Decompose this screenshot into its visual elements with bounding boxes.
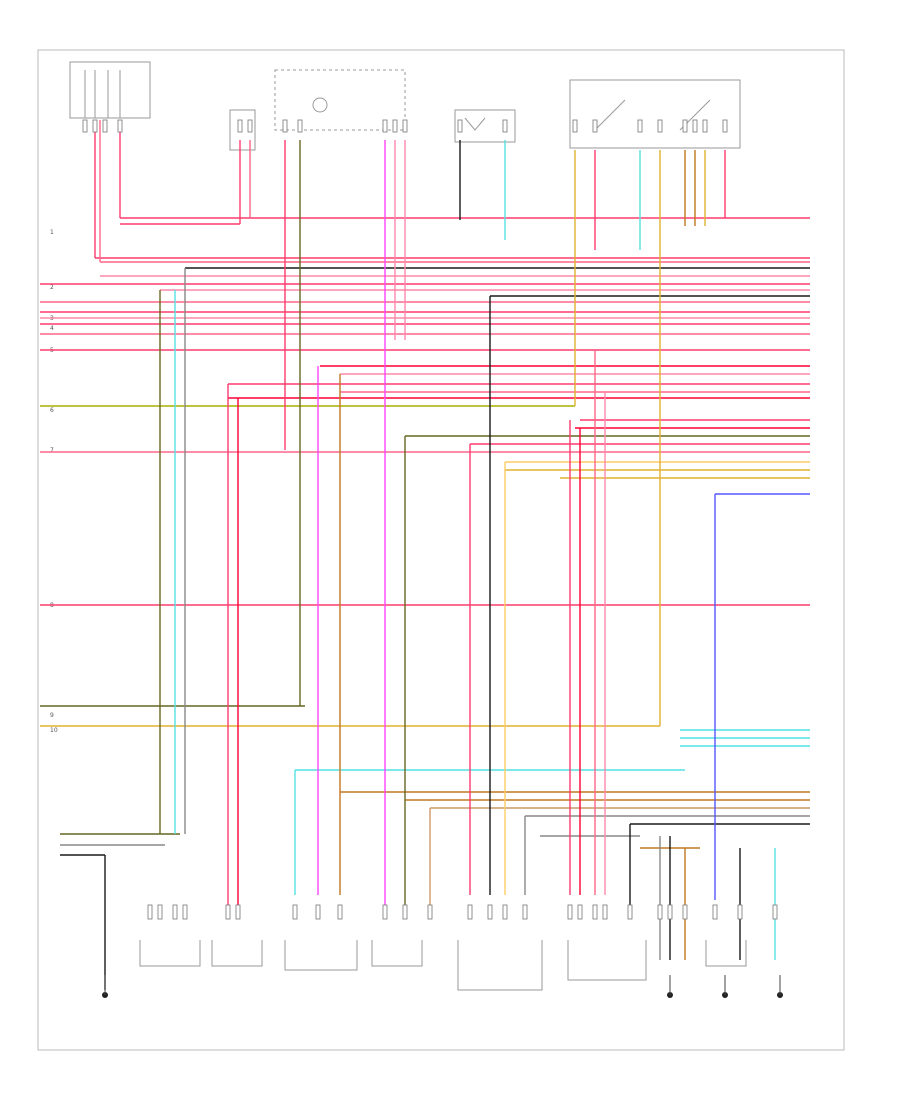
top-component-3 [274,69,406,131]
connector-top-18 [682,119,688,133]
connector-top-21 [722,119,728,133]
connector-top-5 [237,119,243,133]
wires [40,217,810,856]
bottom-component-5 [457,940,543,991]
connector-top-11 [402,119,408,133]
connector-bottom-3 [172,904,178,920]
row-marker-9: 9 [50,712,54,719]
connector-bottom-2 [157,904,163,920]
connectors [82,119,778,920]
ground-1 [102,975,108,998]
row-marker-7: 7 [50,447,54,454]
bottom-component-3 [284,940,358,971]
connector-top-6 [247,119,253,133]
connector-bottom-7 [292,904,298,920]
top-component-1 [69,61,151,119]
connector-top-2 [92,119,98,133]
connector-bottom-9 [337,904,343,920]
connector-bottom-27 [772,904,778,920]
connector-bottom-22 [657,904,663,920]
connector-top-9 [382,119,388,133]
ground-2 [667,975,673,998]
ground-3 [722,975,728,998]
connector-bottom-20 [602,904,608,920]
bottom-component-1 [139,940,201,967]
connector-top-1 [82,119,88,133]
connector-top-19 [692,119,698,133]
connector-bottom-25 [712,904,718,920]
connector-top-8 [297,119,303,133]
top-component-2 [229,109,256,151]
connector-bottom-19 [592,904,598,920]
connector-bottom-15 [502,904,508,920]
connector-bottom-17 [567,904,573,920]
connector-top-20 [702,119,708,133]
connector-bottom-12 [427,904,433,920]
connector-bottom-16 [522,904,528,920]
connector-top-15 [592,119,598,133]
vertical-wires [94,120,776,990]
connector-top-16 [637,119,643,133]
connector-bottom-1 [147,904,153,920]
connector-top-14 [572,119,578,133]
bottom-component-6 [567,940,647,981]
connector-bottom-14 [487,904,493,920]
ground-4 [777,975,783,998]
connector-top-7 [282,119,288,133]
connector-bottom-21 [627,904,633,920]
grounds [102,975,783,998]
connector-top-10 [392,119,398,133]
connector-bottom-11 [402,904,408,920]
connector-top-12 [457,119,463,133]
connector-top-4 [117,119,123,133]
connector-bottom-26 [737,904,743,920]
connector-bottom-5 [225,904,231,920]
bottom-component-4 [371,940,423,967]
connector-top-13 [502,119,508,133]
connector-bottom-4 [182,904,188,920]
diagram-frame [37,49,845,1051]
connector-bottom-18 [577,904,583,920]
row-marker-4: 4 [50,325,54,332]
connector-bottom-13 [467,904,473,920]
bottom-component-7 [705,940,747,967]
row-marker-2: 2 [50,284,54,291]
bottom-component-2 [211,940,263,967]
row-marker-1: 1 [50,229,54,236]
connector-bottom-6 [235,904,241,920]
row-marker-6: 6 [50,407,54,414]
bottom-components [139,940,747,991]
connector-bottom-8 [315,904,321,920]
row-marker-10: 10 [50,727,58,734]
connector-top-17 [657,119,663,133]
connector-top-3 [102,119,108,133]
top-component-4 [454,109,516,143]
connector-bottom-24 [682,904,688,920]
connector-bottom-23 [667,904,673,920]
connector-bottom-10 [382,904,388,920]
